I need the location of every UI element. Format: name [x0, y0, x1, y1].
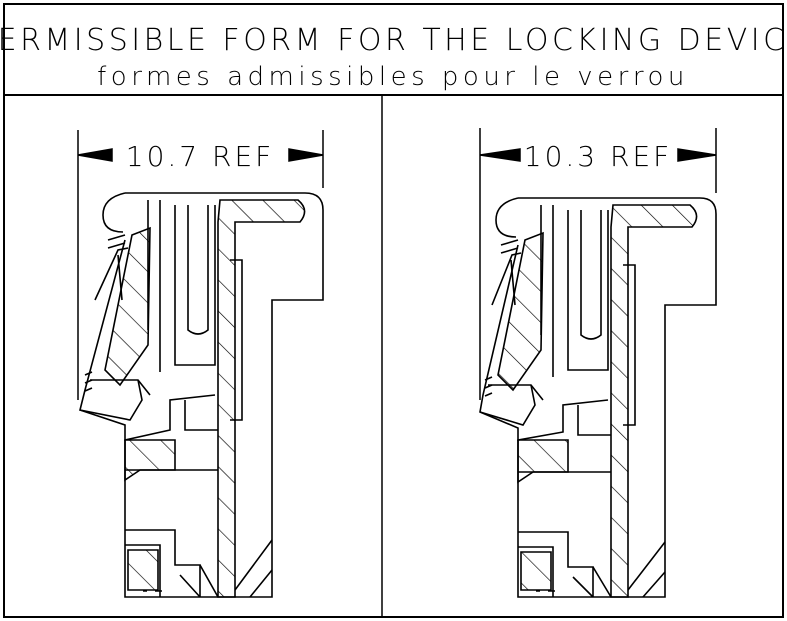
- dimension-label-right: 10.3 REF: [524, 140, 673, 173]
- title-english: PERMISSIBLE FORM FOR THE LOCKING DEVICE: [0, 23, 787, 58]
- panel-right: 10.3 REF: [479, 128, 717, 598]
- locking-device-drawing-right: [479, 197, 717, 598]
- dimension-label-left: 10.7 REF: [126, 140, 275, 173]
- title-french: formes admissibles pour le verrou: [97, 62, 689, 92]
- dimension-left: [77, 130, 324, 400]
- sheet-border: [3, 3, 784, 618]
- panel-left: 10.7 REF: [77, 130, 324, 598]
- locking-device-drawing-left: [79, 192, 324, 598]
- dimension-right: [479, 128, 717, 400]
